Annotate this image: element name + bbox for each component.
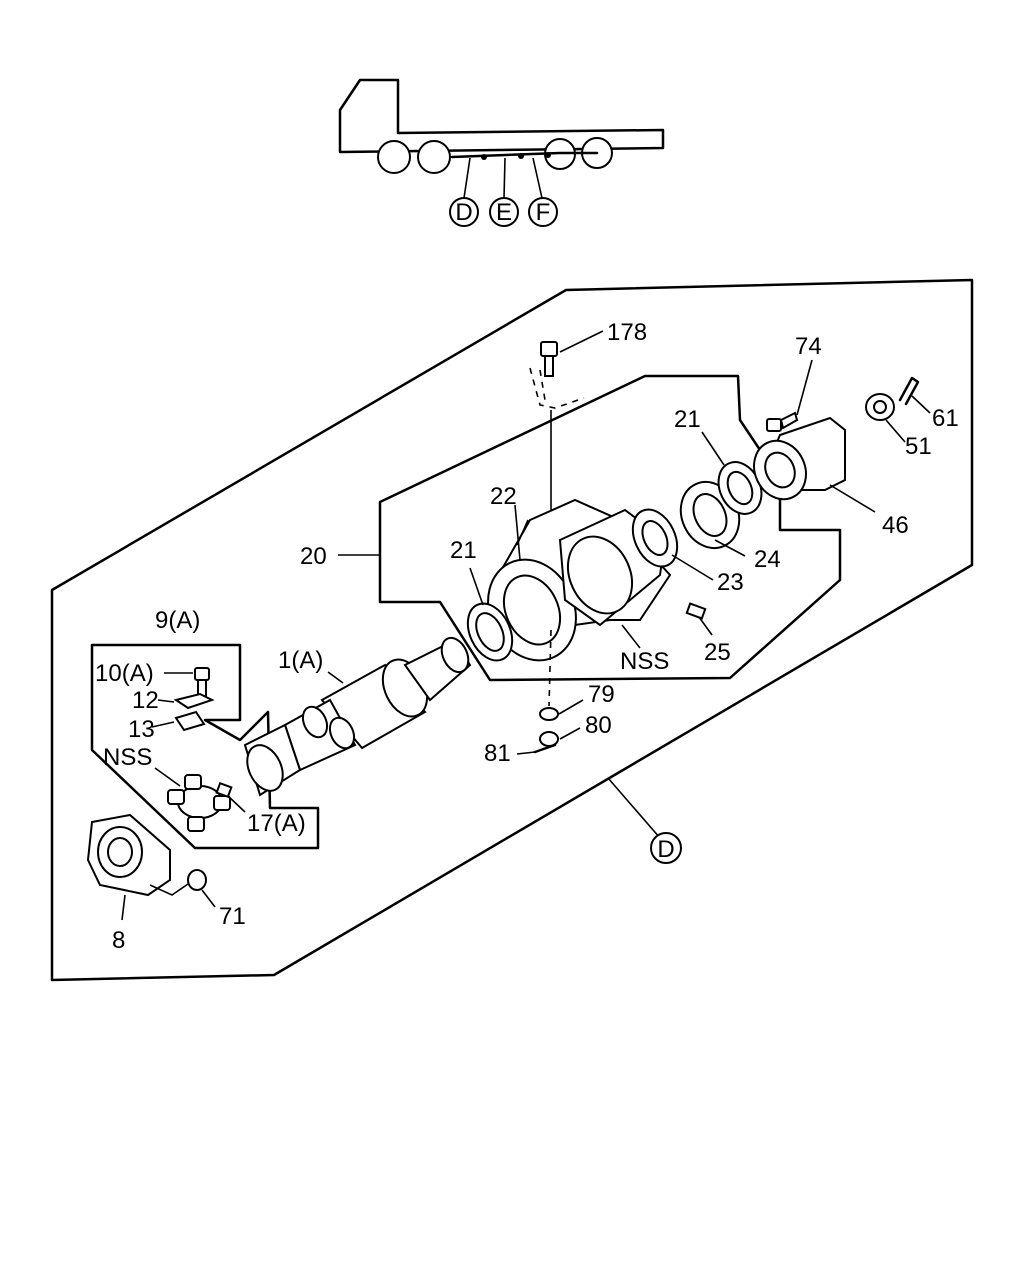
callout-24: 24 <box>754 546 781 573</box>
part-21-left-seal <box>466 567 514 662</box>
callout-20: 20 <box>300 543 327 570</box>
callout-71: 71 <box>219 903 246 930</box>
callout-178: 178 <box>607 319 647 346</box>
part-61-cotter-pin <box>898 376 931 414</box>
callout-nss-center: NSS <box>620 648 669 675</box>
svg-text:E: E <box>496 199 512 226</box>
part-12-lock-plate <box>157 692 215 710</box>
callout-21-right: 21 <box>674 406 701 433</box>
center-bearing-group-boundary <box>378 374 842 682</box>
callout-51: 51 <box>905 433 932 460</box>
callout-23: 23 <box>717 569 744 596</box>
locator-marker-e: E <box>489 197 519 227</box>
part-21-right-seal <box>701 431 763 515</box>
callout-labels: 178 74 61 51 21 22 46 20 21 24 23 9(A) 1… <box>95 319 959 954</box>
callout-12: 12 <box>132 687 159 714</box>
leader-22 <box>514 504 521 561</box>
callout-61: 61 <box>932 405 959 432</box>
part-80-nut <box>539 727 581 747</box>
locator-marker-f: F <box>528 197 558 227</box>
callout-25: 25 <box>704 639 731 666</box>
svg-text:D: D <box>455 199 472 226</box>
part-17a-fitting <box>215 781 246 813</box>
part-81-cotter-pin <box>516 743 557 755</box>
part-spider-cross <box>154 767 231 832</box>
callout-nss-left: NSS <box>103 744 152 771</box>
part-1a-propeller-shaft <box>243 636 472 797</box>
callout-46: 46 <box>882 512 909 539</box>
callout-10a: 10(A) <box>95 660 154 687</box>
locator-marker-d: D <box>449 197 479 227</box>
callout-8: 8 <box>112 927 125 954</box>
part-74-bolt <box>766 359 813 432</box>
leader-nss-center <box>621 624 641 649</box>
part-46-flange <box>753 416 876 513</box>
callout-1a: 1(A) <box>278 647 323 674</box>
part-79-washer <box>539 629 584 721</box>
part-178-bolt <box>529 330 604 520</box>
callout-81: 81 <box>484 740 511 767</box>
assembly-marker-d: D <box>650 832 682 864</box>
part-10a-bolt <box>164 667 210 697</box>
callout-13: 13 <box>128 716 155 743</box>
part-13-bearing-cap <box>151 710 206 732</box>
part-8-flange-yoke <box>86 813 189 921</box>
callout-17a: 17(A) <box>247 810 306 837</box>
callout-21-left: 21 <box>450 537 477 564</box>
callout-79: 79 <box>588 681 615 708</box>
part-51-nut <box>865 393 906 443</box>
part-23-bearing <box>631 508 714 581</box>
svg-text:F: F <box>536 199 551 226</box>
callout-80: 80 <box>585 712 612 739</box>
callout-74: 74 <box>795 333 822 360</box>
leader-d <box>607 777 661 839</box>
callout-22: 22 <box>490 483 517 510</box>
assembly-boundary-d <box>50 278 974 982</box>
callout-9a: 9(A) <box>155 607 200 634</box>
truck-locator: D E F <box>338 78 665 227</box>
part-71-nut <box>187 869 216 908</box>
svg-text:D: D <box>657 836 674 863</box>
part-25-grease-fitting <box>685 602 713 636</box>
